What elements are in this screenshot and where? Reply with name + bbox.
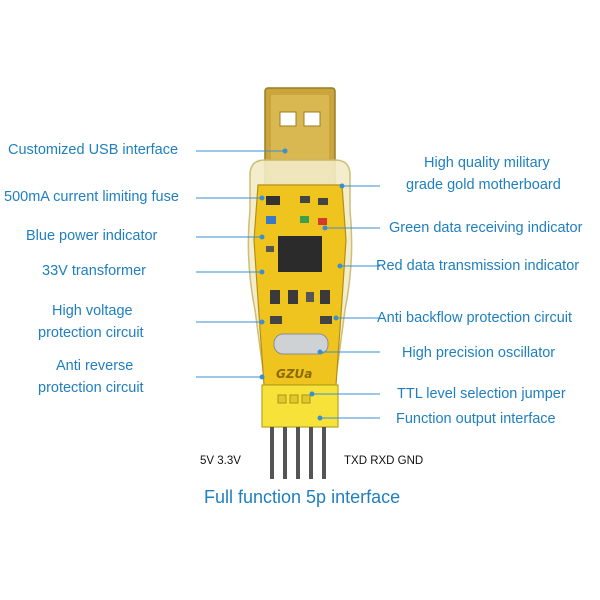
usb-contact-hole <box>279 111 297 127</box>
label-current-limiting-fuse: 500mA current limiting fuse <box>4 189 179 205</box>
output-header-block <box>261 384 339 428</box>
jumper-pin <box>277 394 287 404</box>
capacitor <box>270 316 282 324</box>
header-pin-txd <box>296 427 300 479</box>
jumper-pin <box>301 394 311 404</box>
label-high-quality-military: High quality military <box>424 155 550 171</box>
label-protection-circuit-1: protection circuit <box>38 325 144 341</box>
label-ttl-jumper: TTL level selection jumper <box>397 386 566 402</box>
component <box>318 198 328 205</box>
crystal-oscillator <box>273 333 329 355</box>
label-function-output: Function output interface <box>396 411 556 427</box>
header-pin-gnd <box>322 427 326 479</box>
label-high-voltage: High voltage <box>52 303 133 319</box>
label-customized-usb-interface: Customized USB interface <box>8 142 179 158</box>
green-led <box>300 216 309 223</box>
component <box>300 196 310 203</box>
right-leader-lines <box>309 183 380 421</box>
header-pin-5v <box>270 427 274 479</box>
blue-led <box>266 216 276 224</box>
header-pin-3v3 <box>283 427 287 479</box>
header-pin-rxd <box>309 427 313 479</box>
label-protection-circuit-2: protection circuit <box>38 380 144 396</box>
diode <box>288 290 298 304</box>
left-leader-lines <box>196 148 288 380</box>
caption-full-function-interface: Full function 5p interface <box>204 487 401 507</box>
pcb-board <box>253 184 347 386</box>
label-oscillator: High precision oscillator <box>402 345 556 361</box>
capacitor <box>320 316 332 324</box>
board-marking: GZUa <box>276 367 312 381</box>
main-chip <box>278 236 322 272</box>
diode <box>270 290 280 304</box>
red-led <box>318 218 327 225</box>
diode <box>320 290 330 304</box>
usb-contact-hole <box>303 111 321 127</box>
label-anti-reverse: Anti reverse <box>56 358 134 374</box>
transformer <box>266 246 274 252</box>
pin-label-signal: TXD RXD GND <box>344 455 424 467</box>
pin-label-power: 5V 3.3V <box>200 455 241 467</box>
fuse <box>266 196 280 205</box>
component <box>306 292 314 302</box>
label-gold-motherboard: grade gold motherboard <box>406 177 561 193</box>
label-transformer: 33V transformer <box>42 263 146 279</box>
label-blue-power-indicator: Blue power indicator <box>26 228 158 244</box>
jumper-pin <box>289 394 299 404</box>
label-anti-backflow: Anti backflow protection circuit <box>377 310 573 326</box>
label-red-indicator: Red data transmission indicator <box>376 258 580 274</box>
label-green-indicator: Green data receiving indicator <box>389 220 583 236</box>
